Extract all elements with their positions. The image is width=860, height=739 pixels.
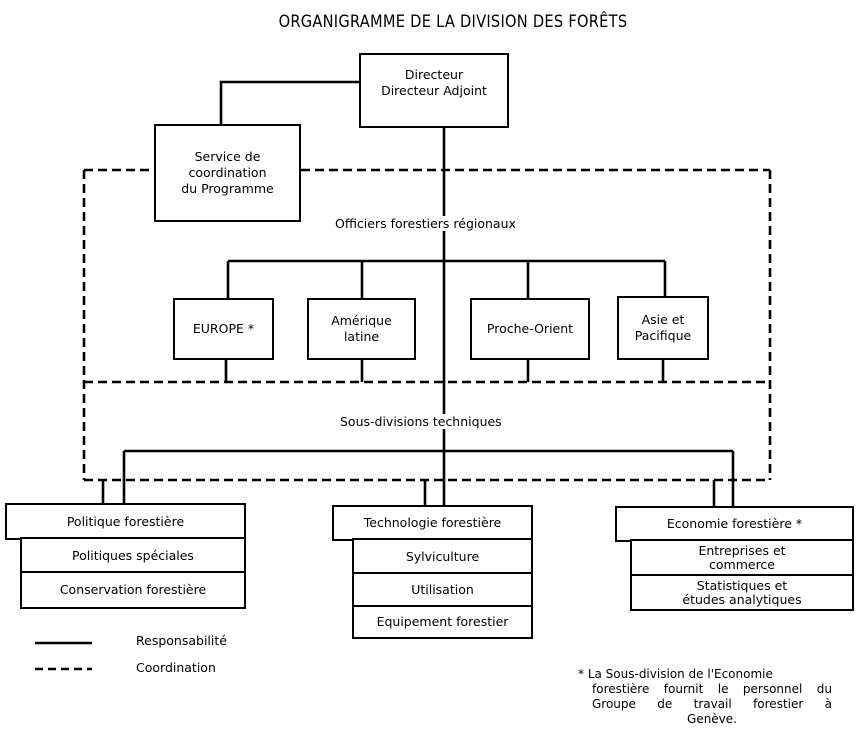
region-box-asie-pacifique: Asie et Pacifique <box>617 296 709 360</box>
region-label: Proche-Orient <box>486 321 574 336</box>
unit-label: Sylviculture <box>405 548 480 564</box>
service-line-1: Service de <box>194 149 261 164</box>
unit-label: Equipement forestier <box>376 614 509 629</box>
region-label: EUROPE * <box>192 321 255 336</box>
regional-officers-label: Officiers forestiers régionaux <box>333 216 518 231</box>
subdivision-title: Technologie forestière <box>363 515 502 530</box>
legend-responsabilite: Responsabilité <box>136 633 227 648</box>
region-box-proche-orient: Proche-Orient <box>470 298 590 360</box>
subdivision-box-economie: Economie forestière * <box>615 506 854 542</box>
subdivision-box-technologie: Technologie forestière <box>332 505 533 541</box>
unit-box: Politiques spéciales <box>20 537 246 574</box>
unit-label: Entreprises et <box>698 543 786 558</box>
region-label-line-2: Pacifique <box>634 328 692 343</box>
unit-label: Statistiques et <box>696 577 788 593</box>
director-box: Directeur Directeur Adjoint <box>359 53 509 128</box>
service-line-3: du Programme <box>181 181 274 196</box>
unit-label: Politiques spéciales <box>72 547 194 563</box>
subdivision-title: Politique forestière <box>66 513 185 529</box>
footnote-line-4: Genève. <box>687 712 737 726</box>
unit-box: Statistiques et études analytiques <box>630 574 854 611</box>
region-box-europe: EUROPE * <box>173 298 274 360</box>
footnote-line-2: forestière fournit le personnel du <box>592 682 832 696</box>
line-director-to-service <box>219 80 359 124</box>
director-title: Directeur <box>404 67 464 82</box>
legend-coordination: Coordination <box>136 660 216 675</box>
subdivision-title: Economie forestière * <box>666 516 803 531</box>
unit-label: Utilisation <box>411 582 474 597</box>
unit-label-line-2: études analytiques <box>682 591 802 607</box>
region-box-amerique-latine: Amérique latine <box>307 298 416 360</box>
chart-title: ORGANIGRAMME DE LA DIVISION DES FORÊTS <box>278 12 628 32</box>
unit-box: Utilisation <box>352 572 533 608</box>
footnote: * La Sous-division de l'Economie foresti… <box>578 667 840 727</box>
unit-box: Equipement forestier <box>352 605 533 639</box>
footnote-line-1: * La Sous-division de l'Economie <box>578 667 773 681</box>
unit-label: Conservation forestière <box>59 582 207 597</box>
unit-label-line-2: commerce <box>709 557 775 572</box>
unit-box: Sylviculture <box>352 538 533 575</box>
region-label: Asie et <box>641 312 685 327</box>
unit-box: Conservation forestière <box>20 571 246 609</box>
deputy-director-title: Directeur Adjoint <box>381 83 487 98</box>
unit-box: Entreprises et commerce <box>630 539 854 577</box>
region-label-line-2: latine <box>343 329 380 344</box>
technical-subdivisions-label: Sous-divisions techniques <box>338 414 504 429</box>
service-line-2: coordination <box>188 165 267 180</box>
footnote-line-3: Groupe de travail forestier à <box>592 697 832 711</box>
service-coordination-box: Service de coordination du Programme <box>154 124 301 222</box>
subdivision-box-politique: Politique forestière <box>5 503 246 540</box>
region-label: Amérique <box>331 313 392 328</box>
